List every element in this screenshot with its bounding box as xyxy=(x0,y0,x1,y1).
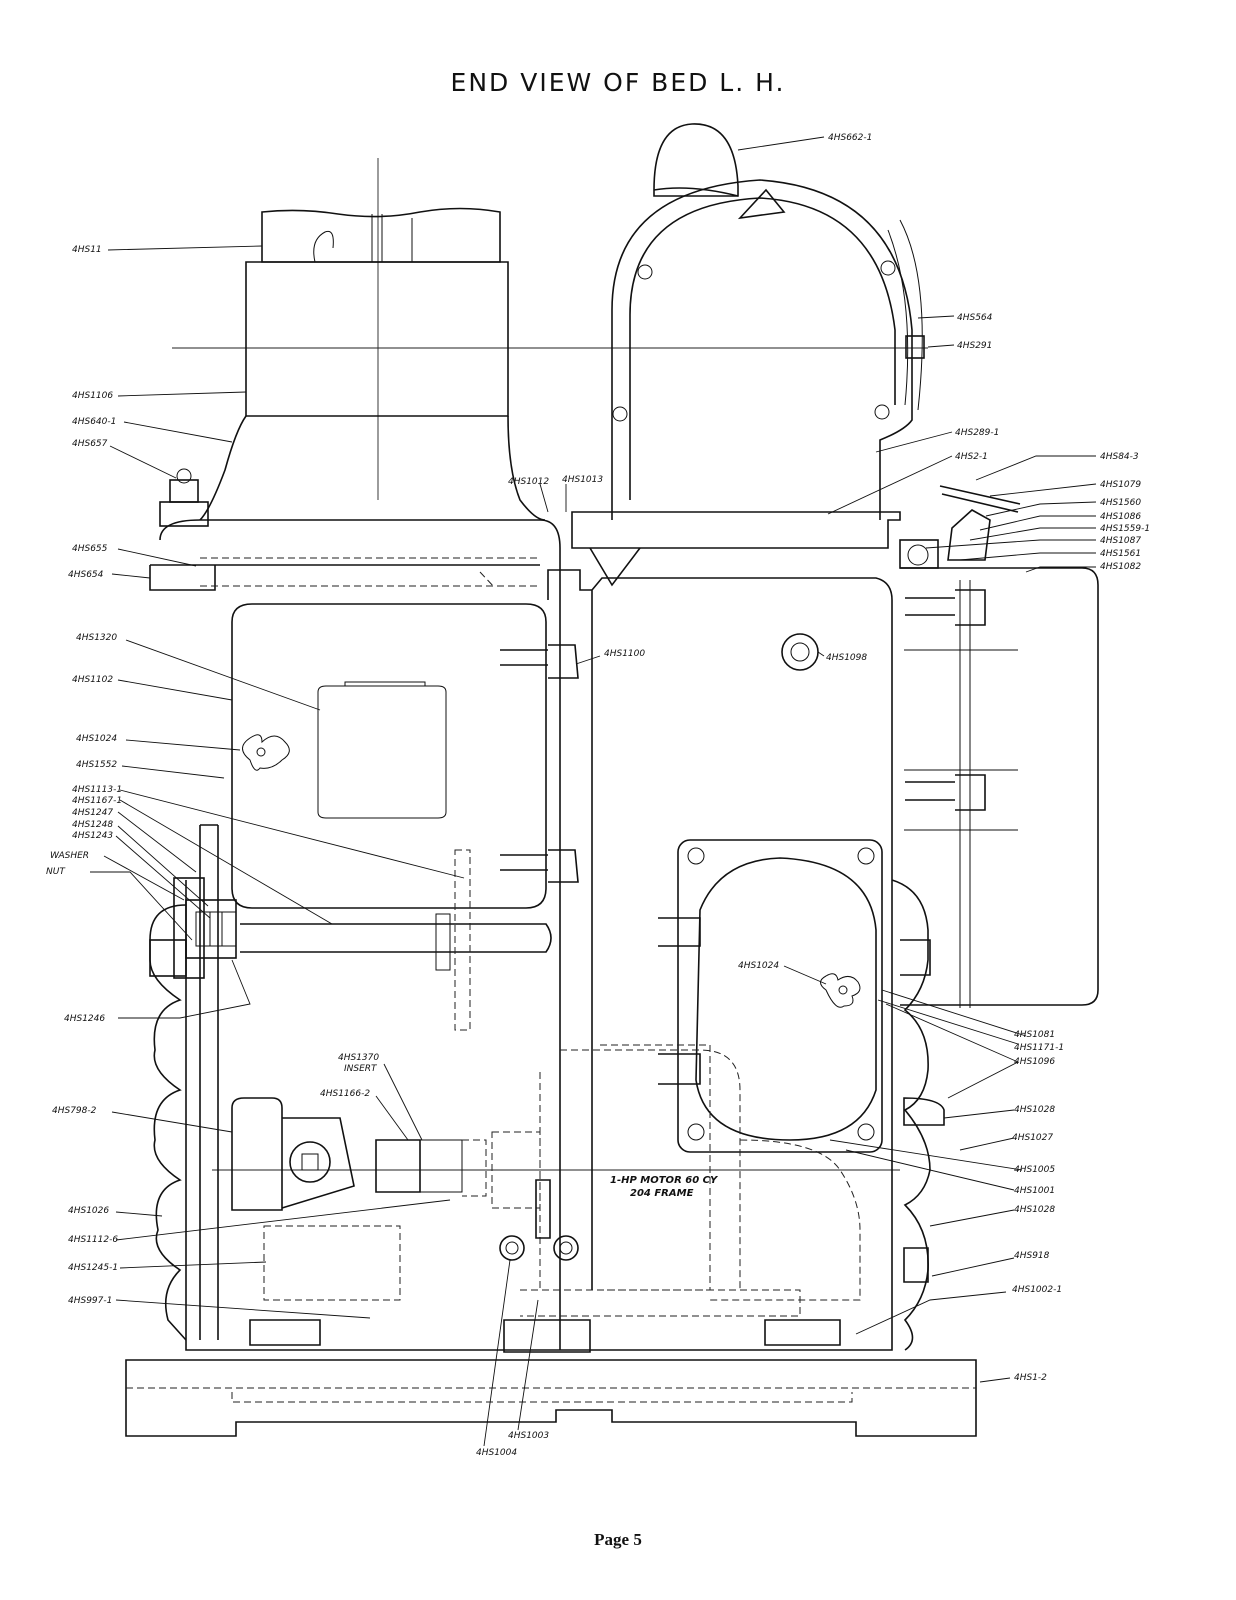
inspection-door xyxy=(658,839,883,1153)
label-4HS1102: 4HS1102 xyxy=(72,675,113,685)
label-4HS1171-1: 4HS1171-1 xyxy=(1014,1043,1064,1053)
page-number: Page 5 xyxy=(594,1530,642,1549)
label-4HS1559-1: 4HS1559-1 xyxy=(1100,524,1150,534)
label-4HS291: 4HS291 xyxy=(957,341,992,351)
label-4HS1246: 4HS1246 xyxy=(64,1014,105,1024)
label-4HS1013: 4HS1013 xyxy=(562,475,603,485)
horizontal-shaft xyxy=(240,849,552,1031)
label-4HS1100: 4HS1100 xyxy=(604,649,645,659)
label-4HS1003: 4HS1003 xyxy=(508,1431,549,1441)
label-4HS564: 4HS564 xyxy=(957,313,993,323)
label-4HS1012: 4HS1012 xyxy=(508,477,549,487)
motor-mount-nuts xyxy=(499,1179,579,1261)
label-4HS1167-1: 4HS1167-1 xyxy=(72,796,122,806)
right-fins xyxy=(891,879,931,1351)
label-4HS1112-6: 4HS1112-6 xyxy=(68,1235,118,1245)
cover-brackets xyxy=(500,644,579,883)
label-4HS1024: 4HS1024 xyxy=(76,734,117,744)
label-4HS1002-1: 4HS1002-1 xyxy=(1012,1285,1062,1295)
right-housing xyxy=(900,567,1099,1008)
label-4HS1166-2: 4HS1166-2 xyxy=(320,1089,370,1099)
label-4HS2-1: 4HS2-1 xyxy=(955,452,988,462)
label-nut: NUT xyxy=(46,867,66,877)
label-4HS654: 4HS654 xyxy=(68,570,104,580)
hopper-bolt xyxy=(159,468,209,527)
label-4HS657: 4HS657 xyxy=(72,439,108,449)
base-bolts xyxy=(249,939,945,1353)
chute-column xyxy=(199,207,546,521)
left-cover xyxy=(231,603,547,909)
label-4HS1552: 4HS1552 xyxy=(76,760,117,770)
label-insert: INSERT xyxy=(344,1064,378,1074)
label-4HS1561: 4HS1561 xyxy=(1100,549,1141,559)
page-title: END VIEW OF BED L. H. xyxy=(450,68,786,97)
bed-bolt xyxy=(781,633,819,671)
label-washer: WASHER xyxy=(50,851,89,861)
label-motor: 1-HP MOTOR 60 CY xyxy=(610,1175,719,1186)
motor-hidden xyxy=(263,1044,861,1317)
label-4HS1243: 4HS1243 xyxy=(72,831,113,841)
label-4HS798-2: 4HS798-2 xyxy=(52,1106,97,1116)
label-4HS1248: 4HS1248 xyxy=(72,820,113,830)
label-4HS1096: 4HS1096 xyxy=(1014,1057,1055,1067)
label-4HS1320: 4HS1320 xyxy=(76,633,117,643)
label-4HS1024-door: 4HS1024 xyxy=(738,961,779,971)
knurled-knob xyxy=(905,335,925,359)
label-4HS1247: 4HS1247 xyxy=(72,808,113,818)
label-4HS662-1: 4HS662-1 xyxy=(828,133,872,143)
label-4HS918: 4HS918 xyxy=(1014,1251,1050,1261)
label-4HS1082: 4HS1082 xyxy=(1100,562,1141,572)
label-4HS1245-1: 4HS1245-1 xyxy=(68,1263,118,1273)
label-4HS655: 4HS655 xyxy=(72,544,108,554)
label-4HS1560: 4HS1560 xyxy=(1100,498,1141,508)
bed-body xyxy=(149,519,893,1351)
label-4HS997-1: 4HS997-1 xyxy=(68,1296,112,1306)
part-labels: 4HS662-1 4HS11 4HS564 4HS291 4HS1106 4HS… xyxy=(46,133,1150,1458)
label-4HS1098: 4HS1098 xyxy=(826,653,867,663)
label-4HS1087: 4HS1087 xyxy=(1100,536,1141,546)
label-4HS1026: 4HS1026 xyxy=(68,1206,109,1216)
drain-valve xyxy=(899,485,1021,569)
label-4HS1027: 4HS1027 xyxy=(1012,1133,1053,1143)
top-plate xyxy=(200,511,901,589)
leader-lines xyxy=(90,136,1097,1447)
label-motor-frame: 204 FRAME xyxy=(630,1188,694,1199)
label-4HS1028: 4HS1028 xyxy=(1014,1105,1055,1115)
label-4HS1113-1: 4HS1113-1 xyxy=(72,785,122,795)
label-4HS1005: 4HS1005 xyxy=(1014,1165,1055,1175)
label-4HS1079: 4HS1079 xyxy=(1100,480,1141,490)
label-4HS640-1: 4HS640-1 xyxy=(72,417,116,427)
label-4HS1106: 4HS1106 xyxy=(72,391,113,401)
label-4HS84-3: 4HS84-3 xyxy=(1100,452,1139,462)
arch-guard xyxy=(611,123,925,520)
label-4HS1081: 4HS1081 xyxy=(1014,1030,1055,1040)
label-4HS1028-lower: 4HS1028 xyxy=(1014,1205,1055,1215)
center-lines xyxy=(172,158,928,1171)
left-fins xyxy=(149,904,187,1341)
label-4HS289-1: 4HS289-1 xyxy=(955,428,999,438)
label-4HS1086: 4HS1086 xyxy=(1100,512,1141,522)
gear-housing xyxy=(231,1097,487,1211)
label-4HS1004: 4HS1004 xyxy=(476,1448,517,1458)
base xyxy=(125,1359,977,1437)
label-4HS11: 4HS11 xyxy=(72,245,102,255)
label-4HS1001: 4HS1001 xyxy=(1014,1186,1055,1196)
label-4HS1370: 4HS1370 xyxy=(338,1053,379,1063)
label-4HS1-2: 4HS1-2 xyxy=(1014,1373,1047,1383)
